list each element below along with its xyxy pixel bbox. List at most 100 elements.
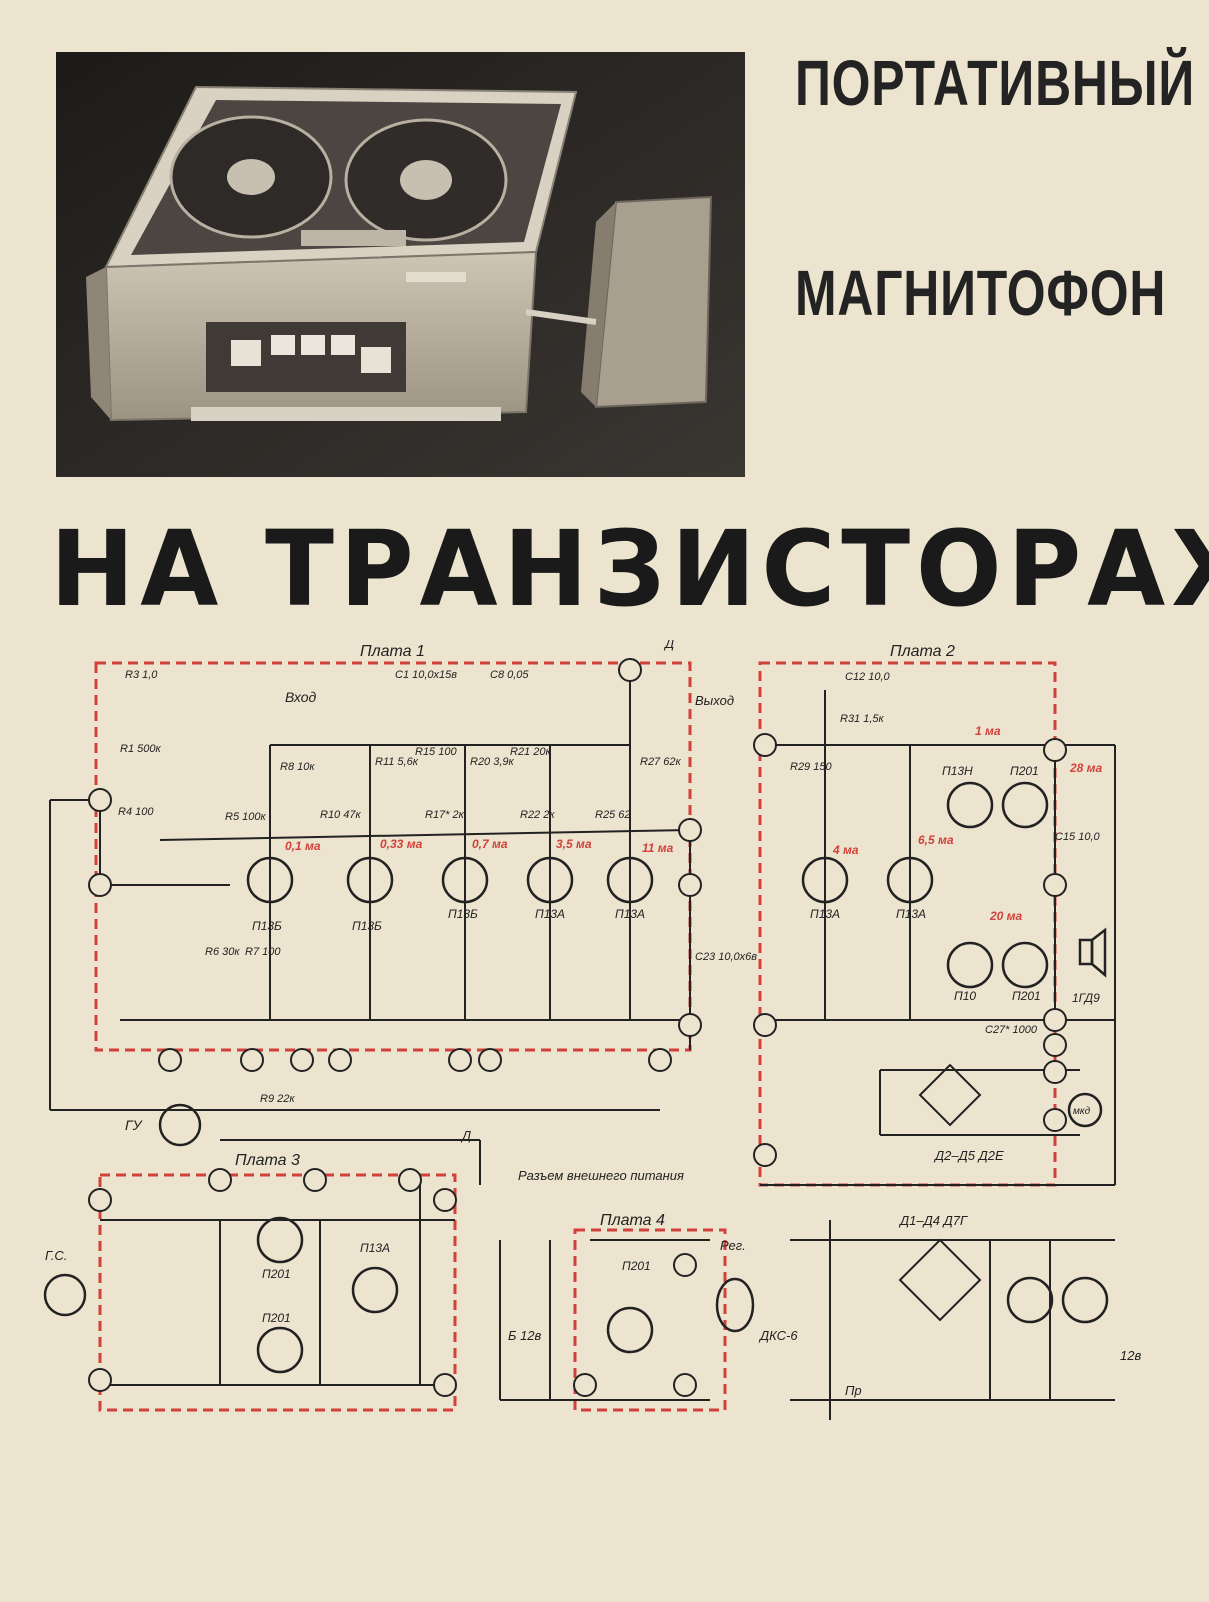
t11-current: 20 ма (989, 909, 1023, 923)
t2-type: П13Б (352, 919, 382, 933)
c16-value: C15 10,0 (1055, 831, 1101, 843)
r5-value: R5 100к (225, 811, 266, 823)
mic-icon (1067, 1092, 1103, 1128)
transistor-t15-icon (606, 1306, 654, 1354)
t10-current: 28 ма (1069, 761, 1103, 775)
r6-value: R6 30к (205, 946, 240, 958)
psu-diodes-label: Д1–Д4 Д7Г (898, 1213, 968, 1228)
t7-type: П13А (896, 907, 926, 921)
r9-value: R9 22к (260, 1093, 295, 1105)
heading-portable: ПОРТАТИВНЫЙ (795, 47, 1196, 119)
t12-type: П201 (262, 1267, 291, 1281)
transistor-t12-icon (256, 1216, 304, 1264)
t10-type: П201 (1010, 764, 1039, 778)
transistor-t11-icon (1001, 941, 1049, 989)
transistor-t3-icon (441, 856, 489, 904)
t6-current: 4 ма (832, 843, 859, 857)
d-mid-label: Д (460, 1128, 471, 1143)
motor-label: ДКС-6 (758, 1328, 798, 1343)
r19-value: R20 3,9к (470, 756, 515, 768)
gu-label: ГУ (125, 1117, 144, 1133)
t14-type: П13А (360, 1241, 390, 1255)
d-top-label: Д (663, 640, 674, 651)
t7-current: 6,5 ма (918, 833, 954, 847)
t13-type: П201 (262, 1311, 291, 1325)
transistor-t13-icon (256, 1326, 304, 1374)
t15-type: П201 (622, 1259, 651, 1273)
battery-label: Б 12в (508, 1328, 542, 1343)
mic-label: мкд (1073, 1106, 1091, 1117)
board3-outline (98, 1173, 457, 1412)
connector-label: Разъем внешнего питания (518, 1168, 684, 1183)
gs-label: Г.С. (45, 1248, 67, 1263)
r11-value: R11 5,6к (375, 756, 419, 768)
board3-label: Плата 3 (235, 1152, 300, 1169)
heading-on-transistors: НА ТРАНЗИСТОРАХ (50, 508, 1209, 630)
c2-value: C1 10,0х15в (395, 669, 457, 681)
c27-value: C23 10,0х6в (695, 951, 757, 963)
tape-recorder-illustration (56, 52, 745, 477)
reg-label: Рег. (720, 1238, 746, 1253)
output-label: Выход (695, 693, 734, 708)
r30-value: R31 1,5к (840, 713, 885, 725)
bridge-diodes-label: Д2–Д5 Д2Е (933, 1148, 1004, 1163)
r20-value: R21 20к (510, 746, 551, 758)
speaker-icon (1078, 938, 1094, 966)
speaker-label: 1ГД9 (1072, 991, 1100, 1005)
r28-value: R29 150 (790, 761, 832, 773)
r13-value: R15 100 (415, 746, 457, 758)
t3-type: П13Б (448, 907, 478, 921)
c14-value: C12 10,0 (845, 671, 891, 683)
circuit-schematic: Плата 1 Плата 2 Плата 3 Плата 4 Вход Вых… (43, 640, 1141, 1420)
board4-label: Плата 4 (600, 1212, 665, 1229)
c9-value: C8 0,05 (490, 669, 529, 681)
board1-outline (94, 661, 692, 1052)
motor-icon (715, 1277, 755, 1333)
t11-type: П201 (1012, 989, 1041, 1003)
psu-voltage-label: 12в (1120, 1348, 1141, 1363)
record-head-icon (43, 1273, 87, 1317)
t5-current: 11 ма (642, 841, 674, 855)
board4-outline (573, 1228, 727, 1412)
psu-transistor-t1-icon (1006, 1276, 1054, 1324)
t5-type: П13А (615, 907, 645, 921)
transistor-t8-icon (946, 781, 994, 829)
transistor-t2-icon (346, 856, 394, 904)
transistor-t4-icon (526, 856, 574, 904)
psu-transistor-t2-icon (1061, 1276, 1109, 1324)
transistor-t9-icon (946, 941, 994, 989)
transistor-t7-icon (886, 856, 934, 904)
transistor-t1-icon (246, 856, 294, 904)
c28-value: C27* 1000 (985, 1024, 1038, 1036)
t4-type: П13А (535, 907, 565, 921)
r26-value: R27 62к (640, 756, 681, 768)
t9-type: П10 (954, 989, 976, 1003)
t2-current: 0,33 ма (380, 837, 423, 851)
r1-value: R1 500к (120, 743, 161, 755)
t6-type: П13А (810, 907, 840, 921)
transistor-t5-icon (606, 856, 654, 904)
r7-value: R7 100 (245, 946, 281, 958)
tape-recorder-photo (56, 52, 745, 477)
input-label: Вход (285, 689, 317, 705)
t8-type: П13Н (942, 764, 973, 778)
r10-value: R10 47к (320, 809, 361, 821)
heading-tape-recorder: МАГНИТОФОН (795, 257, 1167, 329)
transistor-t10-icon (1001, 781, 1049, 829)
playback-head-icon (158, 1103, 202, 1147)
transistor-t14-icon (351, 1266, 399, 1314)
board1-label: Плата 1 (360, 643, 425, 660)
r4-value: R4 100 (118, 806, 154, 818)
t3-current: 0,7 ма (472, 837, 508, 851)
r21-value: R22 2к (520, 809, 555, 821)
fuse-label: Пр (845, 1383, 862, 1398)
t1-type: П13Б (252, 919, 282, 933)
t1-current: 0,1 ма (285, 839, 321, 853)
t4-current: 3,5 ма (556, 837, 592, 851)
r16-value: R17* 2к (425, 809, 465, 821)
board2-outline (758, 661, 1057, 1187)
transistor-t6-icon (801, 856, 849, 904)
r3-value: R3 1,0 (125, 669, 158, 681)
r24-value: R25 62 (595, 809, 630, 821)
t8-current: 1 ма (975, 724, 1001, 738)
